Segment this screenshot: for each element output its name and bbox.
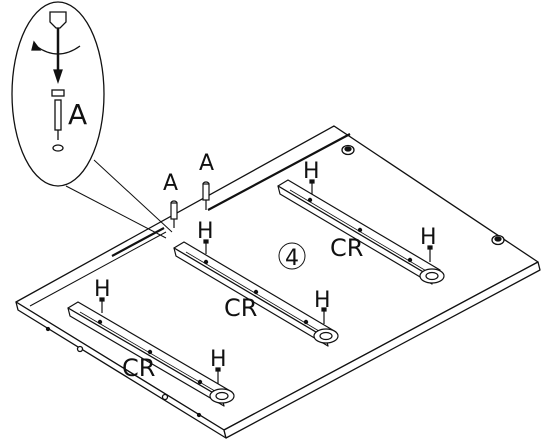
dowel-icon xyxy=(202,181,210,210)
hinge-label: H xyxy=(94,277,111,302)
rail-front xyxy=(67,301,235,407)
callout-detail xyxy=(11,1,173,239)
step-number: 4 xyxy=(285,246,299,271)
hinge-label: H xyxy=(314,288,331,313)
screw-icon xyxy=(309,179,315,194)
hinge-label: H xyxy=(420,225,437,250)
screw-icon xyxy=(321,307,327,324)
step-badge: 4 xyxy=(278,242,306,271)
screw-icon xyxy=(427,245,433,262)
rotate-arrow-icon xyxy=(35,45,81,55)
rail-label: CR xyxy=(122,354,155,382)
screwdriver-icon xyxy=(49,11,67,29)
hinge-label: H xyxy=(197,219,214,244)
rail-label: CR xyxy=(330,234,363,262)
dowel-head-icon xyxy=(51,89,65,97)
hinge-label: H xyxy=(303,159,320,184)
screw-icon xyxy=(215,367,221,384)
dowel-icon xyxy=(170,200,178,228)
screw-icon xyxy=(203,239,209,254)
dowel-label: A xyxy=(163,171,178,196)
rail-middle xyxy=(173,241,339,347)
rail-back xyxy=(277,179,445,285)
screws xyxy=(99,179,433,384)
callout-part-label: A xyxy=(68,98,87,131)
screw-icon xyxy=(99,297,105,313)
dowel-label: A xyxy=(199,151,214,176)
dowels xyxy=(170,181,210,228)
rail-label: CR xyxy=(224,294,257,322)
hinge-label: H xyxy=(210,347,227,372)
